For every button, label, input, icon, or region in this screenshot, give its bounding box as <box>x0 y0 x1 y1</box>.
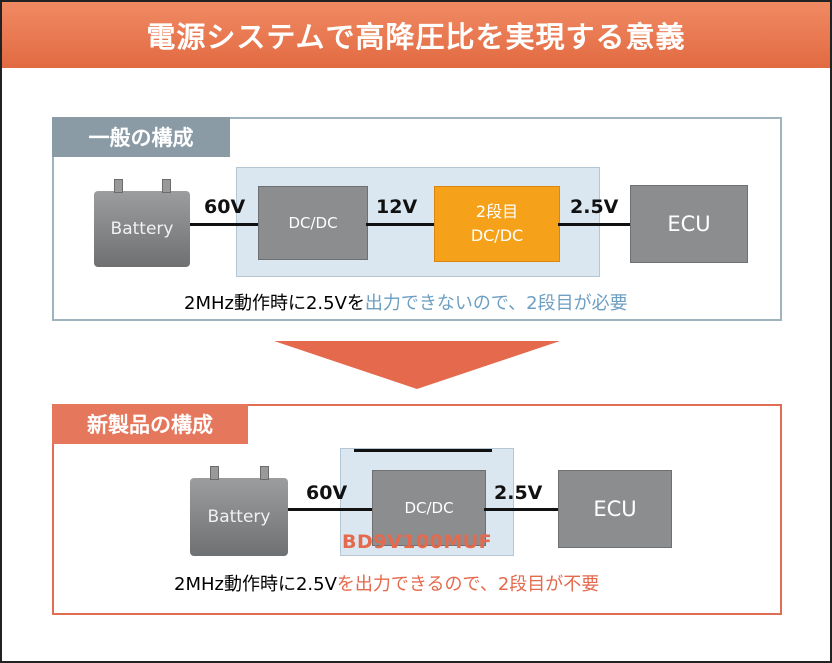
dcdc-label: DC/DC <box>404 499 454 517</box>
caption-highlight-text: を出力できるので、2段目が不要 <box>336 574 600 595</box>
second-stage-label: 2段目 <box>475 202 519 221</box>
battery-terminal-icon <box>114 179 123 193</box>
caption-text: 2MHz動作時に2.5V <box>174 574 337 595</box>
wire-line <box>190 223 258 226</box>
ecu-label: ECU <box>593 497 637 521</box>
down-arrow-icon <box>274 341 560 389</box>
general-caption: 2MHz動作時に2.5Vを出力できないので、2段目が必要 <box>184 289 628 315</box>
caption-highlight-text: 出力できないので、2段目が必要 <box>364 293 628 314</box>
output-voltage-label: 2.5V <box>570 196 619 218</box>
battery-terminal-icon <box>210 466 219 480</box>
package-top-line <box>354 449 492 452</box>
battery-terminal-icon <box>162 179 171 193</box>
battery-label: Battery <box>207 507 271 527</box>
new-product-config-panel: 新製品の構成 Battery 60V DC/DC BD9V100MUF 2.5V… <box>52 404 782 615</box>
dcdc-converter-box: DC/DC <box>258 186 368 260</box>
dcdc-label: DC/DC <box>288 214 338 232</box>
input-voltage-label: 60V <box>204 196 246 218</box>
ecu-label: ECU <box>667 212 711 236</box>
wire-line <box>484 508 558 511</box>
general-config-panel: 一般の構成 Battery 60V DC/DC 12V 2段目 DC/DC 2.… <box>52 117 782 321</box>
wire-line <box>288 508 372 511</box>
wire-line <box>366 223 434 226</box>
battery-icon: Battery <box>190 466 288 556</box>
battery-label: Battery <box>110 219 174 239</box>
battery-terminal-icon <box>260 466 269 480</box>
caption-text: 2MHz動作時に2.5Vを <box>184 293 365 314</box>
second-stage-dcdc-box: 2段目 DC/DC <box>434 186 560 262</box>
input-voltage-label: 60V <box>306 482 348 504</box>
wire-line <box>558 223 630 226</box>
second-stage-dcdc-label: DC/DC <box>470 226 524 245</box>
intermediate-voltage-label: 12V <box>376 196 418 218</box>
output-voltage-label: 2.5V <box>494 482 543 504</box>
ecu-box: ECU <box>558 470 672 548</box>
battery-icon: Battery <box>94 179 190 267</box>
page-title: 電源システムで高降圧比を実現する意義 <box>2 2 830 68</box>
new-product-config-tab: 新製品の構成 <box>52 404 248 444</box>
general-config-tab: 一般の構成 <box>52 117 230 157</box>
dcdc-converter-box: DC/DC <box>372 470 486 546</box>
new-product-caption: 2MHz動作時に2.5Vを出力できるので、2段目が不要 <box>174 570 599 596</box>
ecu-box: ECU <box>630 185 748 263</box>
part-number-label: BD9V100MUF <box>342 531 493 553</box>
